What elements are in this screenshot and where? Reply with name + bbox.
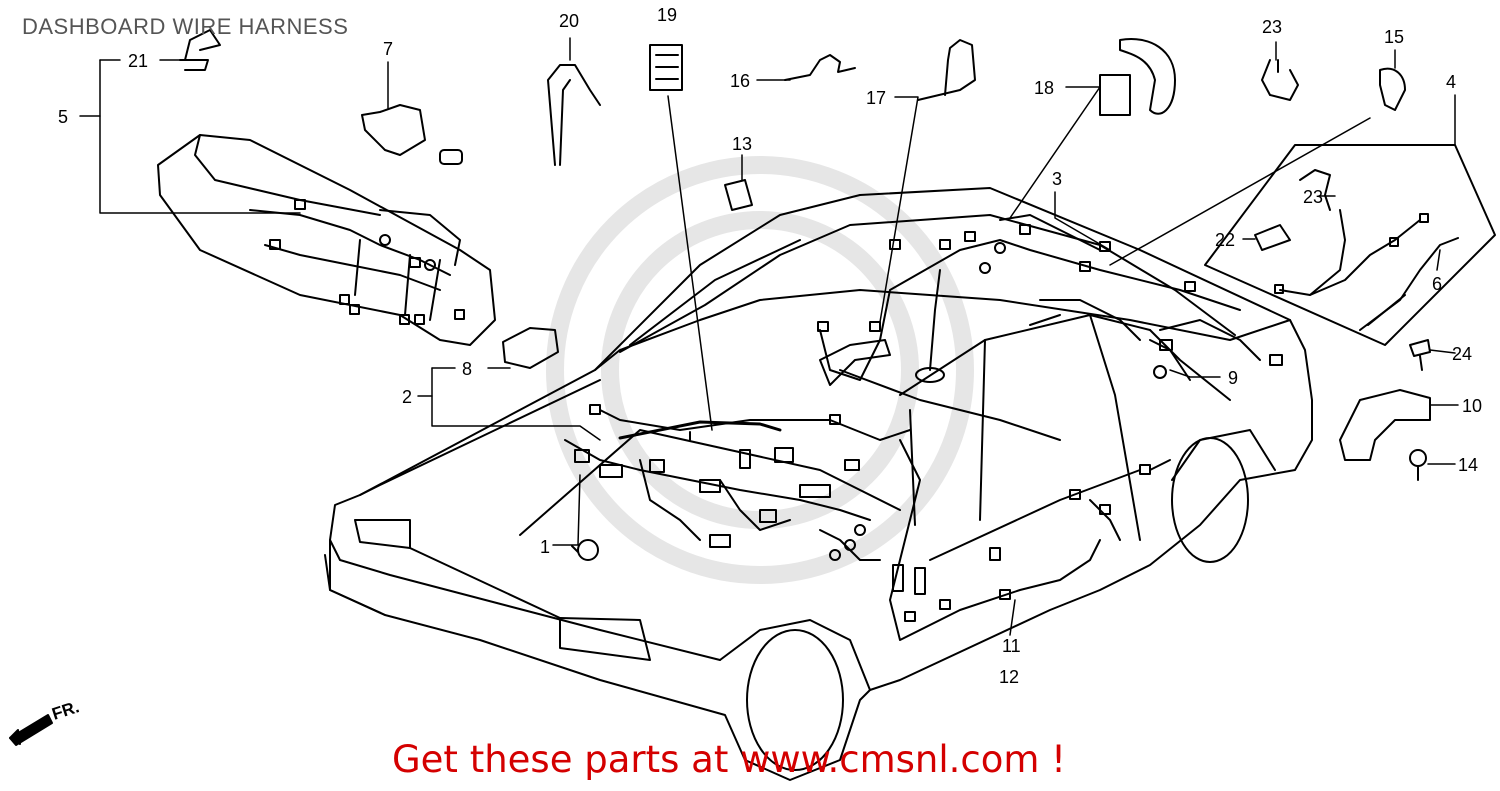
part-20-clip [547, 64, 601, 166]
callout-18: 18 [1034, 78, 1054, 98]
callout-12: 12 [999, 667, 1019, 687]
callout-23-side: 23 [1303, 187, 1323, 207]
callout-20: 20 [559, 11, 579, 31]
part-19-connector [649, 44, 683, 91]
part-24-bolt [1409, 339, 1431, 371]
part-18-band [1099, 38, 1176, 116]
callout-15: 15 [1384, 27, 1404, 47]
callout-16: 16 [730, 71, 750, 91]
part-13-grommet [724, 179, 753, 211]
callout-23-top: 23 [1262, 17, 1282, 37]
callout-5: 5 [58, 107, 68, 127]
part-17-bracket [917, 39, 976, 101]
part-8-relay [502, 327, 559, 369]
part-23-clip-top [1261, 59, 1299, 101]
part-1-grommet [571, 539, 599, 561]
part-16-clip [784, 54, 856, 81]
part-6-wire-subassembly [1204, 144, 1496, 346]
car-body-outline [324, 187, 1313, 781]
callout-14: 14 [1458, 455, 1478, 475]
callout-2: 2 [402, 387, 412, 407]
callout-1: 1 [540, 537, 550, 557]
callout-22: 22 [1215, 230, 1235, 250]
part-10-grommet [1339, 389, 1431, 461]
callout-19: 19 [657, 5, 677, 25]
front-direction-arrow-icon [9, 714, 53, 746]
callout-17: 17 [866, 88, 886, 108]
part-7-relay-bracket [361, 104, 463, 165]
callout-10: 10 [1462, 396, 1482, 416]
callout-11: 11 [1002, 636, 1021, 656]
part-14-bolt [1409, 449, 1427, 481]
callout-9: 9 [1228, 368, 1238, 388]
callout-24: 24 [1452, 344, 1472, 364]
part-15-clamp [1379, 67, 1406, 111]
main-harness [564, 214, 1283, 641]
callout-21: 21 [128, 51, 148, 71]
callout-7: 7 [383, 39, 393, 59]
dashboard-panel [157, 134, 496, 346]
callout-13: 13 [732, 134, 752, 154]
part-21-tie [179, 29, 221, 71]
callout-labels: 1 2 3 4 5 6 7 8 9 10 11 12 13 14 15 16 1… [58, 5, 1482, 687]
leader-lines [79, 37, 1459, 636]
footer-link-text[interactable]: Get these parts at www.cmsnl.com ! [392, 738, 1067, 781]
diagram-title: DASHBOARD WIRE HARNESS [22, 14, 349, 39]
callout-8: 8 [462, 359, 472, 379]
callout-3: 3 [1052, 169, 1062, 189]
callout-6: 6 [1432, 274, 1442, 294]
callout-4: 4 [1446, 72, 1456, 92]
